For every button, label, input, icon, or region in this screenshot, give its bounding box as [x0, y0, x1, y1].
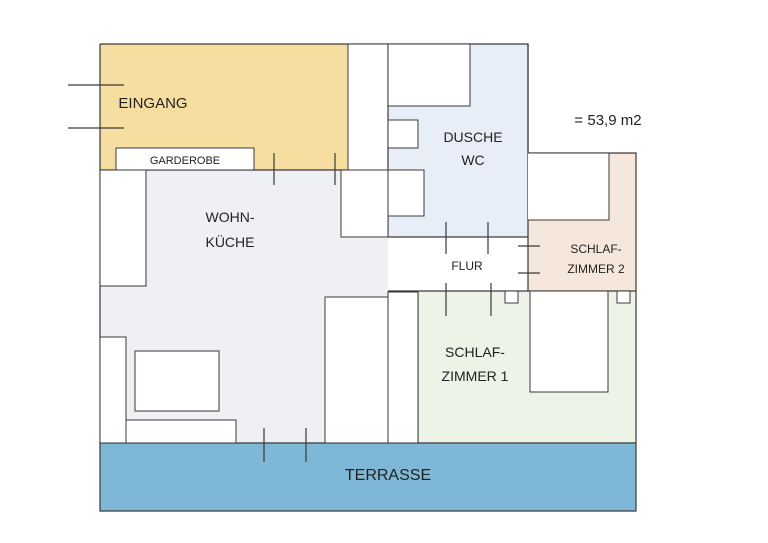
sofa-bottom: [125, 419, 237, 444]
dusche-label-1: DUSCHE: [443, 129, 502, 145]
toilet-box: [387, 169, 425, 217]
schlafzimmer1-label-2: ZIMMER 1: [442, 368, 509, 384]
table: [134, 350, 220, 412]
garderobe-label: GARDEROBE: [150, 155, 220, 167]
wardrobe-1: [324, 296, 389, 444]
washbasin: [387, 119, 419, 149]
schlafzimmer1-label-1: SCHLAF-: [445, 344, 505, 360]
sofa-left: [99, 336, 127, 444]
nightstand-1: [504, 290, 519, 304]
schlafzimmer2-label-2: ZIMMER 2: [567, 262, 625, 276]
terrasse-area: [100, 443, 636, 511]
bed-schlaf2: [528, 152, 610, 221]
flur-label: FLUR: [451, 259, 483, 273]
wohnkueche-label-2: KÜCHE: [205, 233, 254, 250]
wall-cabinet-left: [99, 169, 147, 287]
wardrobe-2: [387, 291, 419, 444]
garderobe-box: [115, 147, 255, 171]
area-total: = 53,9 m2: [574, 112, 641, 129]
flur-area: [388, 237, 528, 292]
shower-tray: [387, 43, 471, 107]
dusche-label-2: WC: [461, 152, 484, 168]
schlafzimmer2-label-1: SCHLAF-: [570, 242, 621, 256]
wohnkueche-label-1: WOHN-: [206, 209, 255, 225]
bed-schlaf1: [529, 290, 609, 393]
shaft-block: [347, 43, 389, 171]
nightstand-2: [616, 290, 631, 304]
terrasse-label: TERRASSE: [345, 467, 431, 484]
kitchen-counter-top: [340, 169, 389, 238]
eingang-label: EINGANG: [118, 95, 187, 112]
